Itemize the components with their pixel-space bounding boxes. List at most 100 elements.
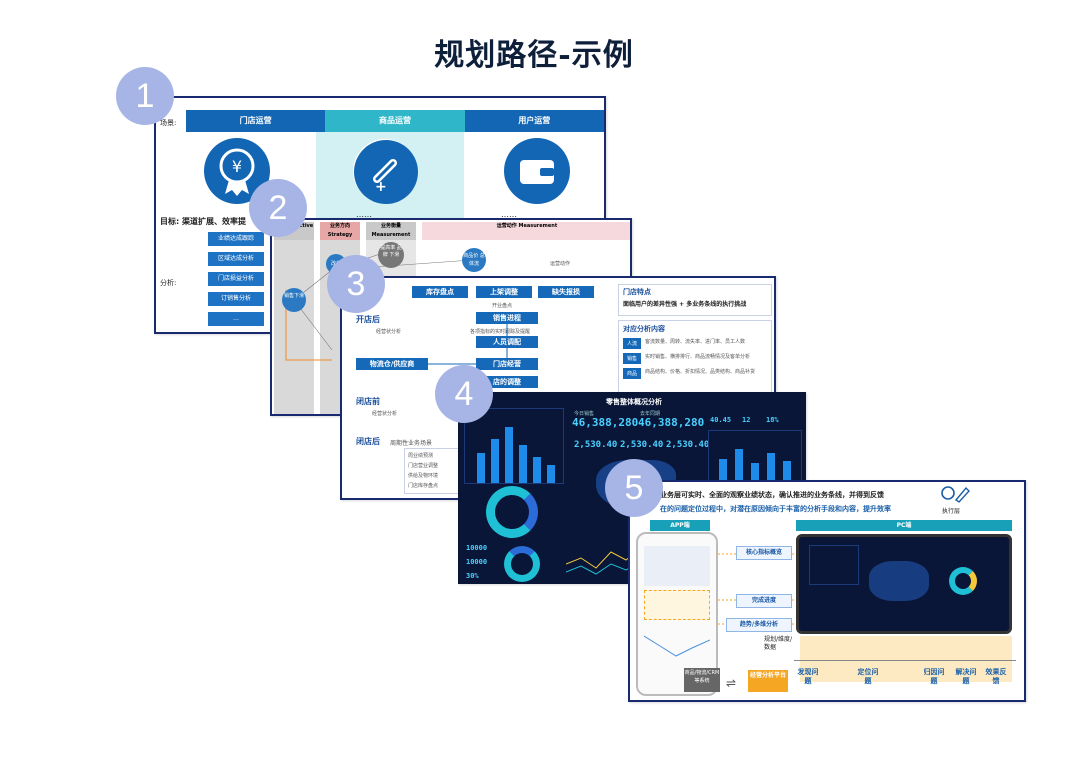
donut-chart-small [504, 546, 540, 582]
close-item: 供给及物环境 [408, 473, 439, 479]
pc-donut [949, 567, 977, 595]
bottom-kpi: 30% [466, 572, 479, 580]
orange-band [800, 636, 1012, 682]
crm-systems-box: 商品/物流/CRM等系统 [684, 668, 720, 692]
timeline-axis [794, 660, 1016, 661]
slide-1-thumbnail[interactable]: 场景: 门店运营 商品运营 用户运营 ¥ + 目标: 渠道扩展、效率提 …… …… [154, 96, 606, 334]
step-badge-4: 4 [435, 365, 493, 423]
step-badge-3: 3 [327, 255, 385, 313]
header-text-2: 在的问题定位过程中，对潜在原因倾向于丰富的分析手段和内容，提升效率 [660, 505, 891, 513]
tag-core-metrics: 核心指标概览 [736, 546, 792, 560]
chart-bar [505, 427, 513, 483]
wallet-icon [504, 138, 570, 204]
step-attribute: 归因问题 [923, 668, 945, 685]
lane-header-strategy: 业务方向 Strategy [320, 222, 360, 240]
chart-bar [751, 463, 759, 483]
box-inventory-count: 库存盘点 [412, 286, 468, 298]
close-item: 门店营业调整 [408, 463, 439, 469]
box-shelf-adjust: 上架调整 [476, 286, 532, 298]
side-item: 商品商品结构、价格、折扣情况、品类结构、商品补货 [623, 368, 767, 379]
svg-text:+: + [375, 179, 387, 195]
kpi-small: 18% [766, 416, 779, 424]
btn-more[interactable]: ... [208, 312, 264, 326]
chart-bar [735, 449, 743, 483]
side-title: 门店特点 [623, 287, 651, 296]
chart-bar [547, 465, 555, 483]
col-header-product: 商品运营 [325, 110, 465, 132]
chart-bar [783, 461, 791, 483]
analysis-note: 经营状分析 [376, 329, 402, 335]
btn-order-sales[interactable]: 订销售分析 [208, 292, 264, 306]
step-locate: 定位问题 [857, 668, 879, 685]
donut-chart [486, 486, 538, 538]
step-solve: 解决问题 [955, 668, 977, 685]
box-sales-progress: 销售进程 [476, 312, 538, 324]
scene-headers: 门店运营 商品运营 用户运营 [186, 110, 604, 132]
node-sales-decline: 销售下滑 [282, 288, 306, 312]
slide-5-thumbnail[interactable]: 业务层可实时、全面的观察业绩状态，确认推进的业务条线，并得到反馈 在的问题定位过… [628, 480, 1026, 702]
step-badge-2: 2 [249, 179, 307, 237]
chart-bar [533, 457, 541, 483]
kpi-small: 40.45 [710, 416, 732, 424]
kpi-main-label: 今日销售 [574, 411, 595, 417]
lane-header-action: 运营动作 Measurement [422, 222, 630, 240]
col-text-product: …… [356, 210, 372, 219]
box-staff: 人员调配 [476, 336, 538, 348]
kpi-row2: 2,530.40 [666, 440, 710, 450]
right-chart-panel [708, 430, 802, 484]
phone-kpi-area [644, 546, 710, 586]
side-label: 规划/维度/数据 [764, 636, 793, 651]
page-title: 规划路径-示例 [434, 38, 634, 73]
open-count-label: 开业盘点 [492, 303, 513, 309]
exchange-icon: ⇌ [726, 676, 737, 690]
flow-connectors [285, 249, 473, 361]
col-text-user: …… [501, 210, 517, 219]
app-tab[interactable]: APP端 [650, 520, 710, 531]
chart-bar [519, 445, 527, 483]
side-item-text: 商品结构、价格、折扣情况、品类结构、商品补货 [645, 369, 756, 375]
bottom-kpi: 10000 [466, 558, 488, 566]
phone-line-chart [644, 635, 710, 657]
side-item: 销售实时销售、横排排行、商品流畅情况及客单分析 [623, 353, 767, 364]
close-item: 门店库存盘点 [408, 483, 439, 489]
kpi-main-value: 46,388,280 [572, 416, 639, 429]
chart-bar [491, 439, 499, 483]
flow-arrows [428, 324, 508, 365]
header-text: 业务层可实时、全面的观察业绩状态，确认推进的业务条线，并得到反馈 [660, 491, 884, 499]
pc-chart-a [809, 545, 859, 585]
pc-tab[interactable]: PC端 [796, 520, 1012, 531]
goal-label-text: 目标: [160, 217, 180, 226]
store-feature-panel: 门店特点 面临用户的差异性强 + 多业务条线的执行挑战 [618, 284, 772, 316]
kpi-second-label: 去年同期 [640, 411, 661, 417]
btn-region-analysis[interactable]: 区域达成分析 [208, 252, 264, 266]
section-after-open: 开店后 [356, 314, 380, 324]
close-items-panel: 周业绩预测 门店营业调整 供给及物环境 门店库存盘点 [404, 448, 460, 494]
btn-performance-tracking[interactable]: 业绩达成跟踪 [208, 232, 264, 246]
side-sub-title: 对应分析内容 [623, 324, 665, 333]
col-header-user: 用户运营 [464, 110, 604, 132]
close-item: 周业绩预测 [408, 453, 434, 459]
kpi-row2: 2,530.40 [620, 440, 664, 450]
tag-trend: 趋势/多维分析 [726, 618, 792, 632]
btn-store-pnl[interactable]: 门店损益分析 [208, 272, 264, 286]
side-item-tag: 销售 [623, 353, 642, 364]
col-header-store: 门店运营 [186, 110, 326, 132]
pc-map [869, 561, 929, 601]
section-after-close: 闭店后 [356, 436, 380, 446]
close-title: 周期性业务场景 [390, 440, 433, 447]
section-before-close: 闭店前 [356, 396, 380, 406]
goal-label: 目标: 渠道扩展、效率提 [160, 216, 246, 227]
side-item-text: 客流数量、周转、流失率、进门率、员工人数 [645, 339, 746, 345]
side-desc: 面临用户的差异性强 + 多业务条线的执行挑战 [623, 301, 747, 308]
svg-text:¥: ¥ [232, 157, 242, 176]
chart-bar [767, 453, 775, 483]
side-item: 人流客流数量、周转、流失率、进门率、员工人数 [623, 338, 767, 349]
scene-label: 场景: [160, 119, 177, 127]
analysis-platform-box: 经营分析平台 [748, 670, 788, 692]
bar-chart-panel [464, 408, 564, 484]
dashboard-title: 零售整体概况分析 [606, 398, 662, 406]
analysis-label: 分析: [160, 279, 177, 287]
phone-progress-area [644, 590, 710, 620]
bottom-kpi: 10000 [466, 544, 488, 552]
